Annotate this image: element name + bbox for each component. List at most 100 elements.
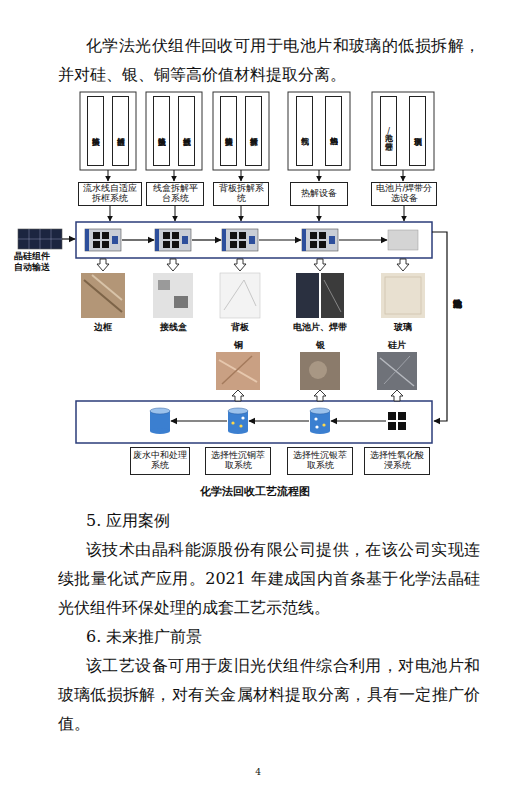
flow-arrow — [241, 170, 242, 181]
hollow-arrow — [314, 259, 326, 271]
cell-icon — [398, 422, 406, 430]
group-frame — [146, 92, 202, 170]
material-photo — [92, 275, 122, 300]
strategy-box: 气氛控制 — [296, 96, 313, 166]
reactor-beaker — [150, 428, 170, 434]
material-label: 硅片 — [377, 339, 417, 351]
part-label: 玻璃 — [373, 321, 433, 333]
reactor-beaker — [322, 423, 325, 426]
flow-arrow — [319, 206, 320, 221]
machine-icon — [230, 232, 237, 239]
flow-arrow — [108, 170, 404, 221]
machine-icon — [112, 236, 118, 244]
flow-arrow — [175, 206, 176, 221]
machine-icon — [302, 229, 306, 251]
machine-icon — [102, 241, 109, 248]
reactor-beaker — [310, 428, 330, 434]
body-paragraph: 该技术由晶科能源股份有限公司提供，在该公司实现连续批量化试产应用。2021 年建… — [58, 535, 480, 622]
group-frame — [213, 92, 269, 170]
cell-icon — [388, 412, 396, 420]
body-paragraph: 化学法光伏组件回收可用于电池片和玻璃的低损拆解，并对硅、银、铜等高价值材料提取分… — [58, 31, 480, 89]
solar-panel-image — [18, 229, 62, 249]
reactor-beaker — [314, 417, 317, 420]
flow-arrow — [62, 232, 447, 421]
machine-icon — [102, 232, 109, 239]
material-photo — [385, 277, 421, 314]
page-number: 4 — [208, 766, 308, 778]
material-photo — [222, 356, 252, 384]
box-label: 背板拆解系统 — [216, 184, 266, 204]
material-label: 铜 — [218, 339, 258, 351]
flow-arrow — [62, 238, 75, 239]
glass-icon — [388, 230, 418, 250]
flow-label: 晶硅组件自动输送 — [12, 251, 52, 273]
system-box: 背板拆解系统 — [213, 182, 269, 206]
strategy-box: 热场均匀热解 — [325, 96, 342, 166]
flow-arrow — [192, 239, 221, 240]
box-label: 电池片/焊带分选 — [384, 127, 393, 136]
strategy-box: 拆背板策略决策 — [220, 96, 237, 166]
box-label: 电池片/焊带分选设备 — [374, 184, 434, 204]
machine-icon — [239, 232, 246, 239]
reactor-beaker — [228, 408, 248, 434]
section-heading: 5. 应用案例 — [86, 506, 386, 535]
glass-icon — [388, 230, 418, 250]
machine-icon — [302, 229, 338, 251]
machine-icon — [155, 229, 191, 251]
material-photo — [174, 296, 188, 308]
machine-icon — [182, 236, 188, 244]
reactor-beaker — [310, 408, 330, 414]
machine-icon — [163, 232, 170, 239]
part-label: 接线盒 — [143, 321, 203, 333]
machine-icon — [329, 236, 335, 244]
material-photo — [381, 273, 425, 318]
cell-icon — [388, 412, 406, 430]
machine-icon — [319, 241, 326, 248]
system-box: 线盒拆解平台系统 — [146, 182, 204, 206]
machine-icon — [249, 236, 255, 244]
part-label: 背板 — [210, 321, 270, 333]
material-photo — [219, 360, 257, 382]
flow-arrow — [259, 239, 301, 240]
flow-arrow — [174, 170, 175, 181]
system-box: 选择性沉银萃取系统 — [287, 447, 353, 475]
reactor-beaker — [315, 425, 318, 428]
flow-arrow — [331, 420, 386, 421]
strategy-box: 线盒拆解技术 — [178, 96, 195, 166]
hollow-arrow — [167, 259, 179, 271]
part-label: 边框 — [73, 321, 133, 333]
strategy-box: 玻璃识别下料 — [409, 96, 426, 166]
solar-panel-image — [18, 229, 62, 249]
material-photo — [321, 273, 344, 318]
process-band — [76, 401, 432, 443]
reactor-beaker — [239, 424, 242, 427]
material-photo — [324, 280, 341, 312]
flow-arrow — [108, 170, 109, 181]
system-box: 废水中和处理系统 — [130, 447, 190, 475]
reactor-beaker — [228, 428, 248, 434]
strategy-box: 电池片/焊带分选 — [380, 96, 397, 166]
reactor-beaker — [228, 408, 248, 414]
group-frame — [80, 92, 434, 170]
system-box: 选择性沉铜萃取系统 — [205, 447, 271, 475]
material-photo — [224, 280, 256, 310]
system-box: 热解设备 — [290, 182, 348, 206]
reactor-beaker — [241, 416, 244, 419]
material-photo — [380, 358, 414, 386]
flow-arrow — [122, 239, 154, 240]
box-label: 废水中和处理系统 — [133, 451, 187, 471]
hollow-arrow — [234, 259, 246, 271]
system-box: 流水线自适应拆框系统 — [78, 182, 142, 206]
machine-icon — [93, 241, 100, 248]
flow-arrow — [319, 170, 320, 181]
strategy-box: 边框拆解技术 — [112, 96, 129, 166]
machine-icon — [172, 241, 179, 248]
material-photo — [220, 273, 260, 318]
machine-icon — [222, 229, 226, 251]
cell-icon — [388, 422, 396, 430]
machine-icon — [155, 229, 159, 251]
material-photo — [158, 280, 170, 290]
hollow-arrow — [97, 259, 109, 271]
section-heading: 6. 未来推广前景 — [86, 622, 386, 651]
